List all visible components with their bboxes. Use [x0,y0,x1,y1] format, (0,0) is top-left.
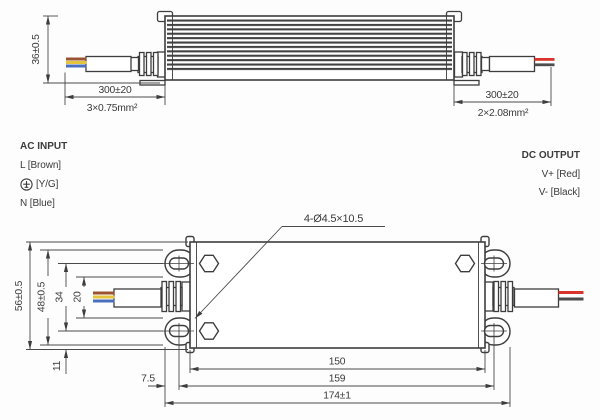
dim-inner-ear-gap: 20 [73,291,84,303]
wire-brown [93,291,115,295]
wire-red [558,291,584,294]
dim-height-36: 36±0.5 [31,34,42,65]
input-wire-strands-plan [93,291,115,303]
dc-positive-label: V+ [Red] [541,168,580,180]
input-cable-plan [113,288,162,308]
dc-output-legend: DC OUTPUT V+ [Red] V- [Black] [522,150,580,206]
input-cable-gland-plan [160,280,192,313]
side-view-dimensions [43,15,552,106]
dim-width-over-ears: 48±0.5 [37,281,48,312]
dim-ear-edge-to-slot: 7.5 [141,374,155,385]
hex-screw-top-right [454,254,476,273]
heatsink-fins [167,19,452,72]
mounting-hole-callout: 4-Ø4.5×10.5 [304,213,363,225]
wire-yellow-green [66,61,87,64]
ac-neutral-label: N [Blue] [20,197,55,209]
ac-input-title: AC INPUT [20,141,68,152]
dim-text-backers [39,276,86,318]
hex-screw-bottom-left [198,322,220,340]
dim-output-cable-length: 300±20 [485,90,519,101]
dim-input-cable-length: 300±20 [98,85,132,96]
side-view [66,10,555,86]
input-wire-strands-side [66,57,87,68]
wire-brown [66,57,87,61]
dim-width-overall: 56±0.5 [14,280,25,311]
wire-yellow-green [93,295,115,299]
dim-slot-span-horizontal: 159 [329,374,346,385]
dim-slot-span-vertical: 34 [55,291,66,303]
driver-body-plan [189,241,486,349]
protective-earth-icon [20,178,33,191]
hex-screw-top-left [198,254,220,273]
output-cable-gland-side [453,51,491,78]
wire-black [558,297,584,301]
mounting-ear-plate-right [453,79,480,86]
wire-blue [66,64,87,68]
plan-view-dimensions [26,226,511,407]
wire-blue [93,299,115,303]
ac-earth-label: [Y/G] [36,178,59,190]
dim-overall-length: 174±1 [323,391,351,402]
input-cable-gland-side [129,51,167,78]
ac-live-label: L [Brown] [20,159,61,171]
output-cable-gland-plan [483,280,515,313]
dc-output-title: DC OUTPUT [521,150,580,161]
dc-negative-label: V- [Black] [538,187,580,198]
output-wire-spec: 2×2.08mm² [478,108,529,119]
wire-black [534,63,555,67]
dim-body-length: 150 [329,357,346,368]
output-cable-side [488,55,536,73]
dim-slot-to-edge: 11 [52,360,63,371]
wire-red [534,58,555,61]
input-wire-spec: 3×0.75mm² [87,103,138,114]
ac-input-legend: AC INPUT L [Brown] [Y/G] N [Blue] [20,141,67,216]
mounting-slots [163,255,507,339]
output-cable-plan [513,288,560,308]
plan-view [93,235,584,354]
input-cable-side [85,55,132,73]
output-wire-strands-side [534,58,555,67]
output-wire-strands-plan [558,291,584,301]
